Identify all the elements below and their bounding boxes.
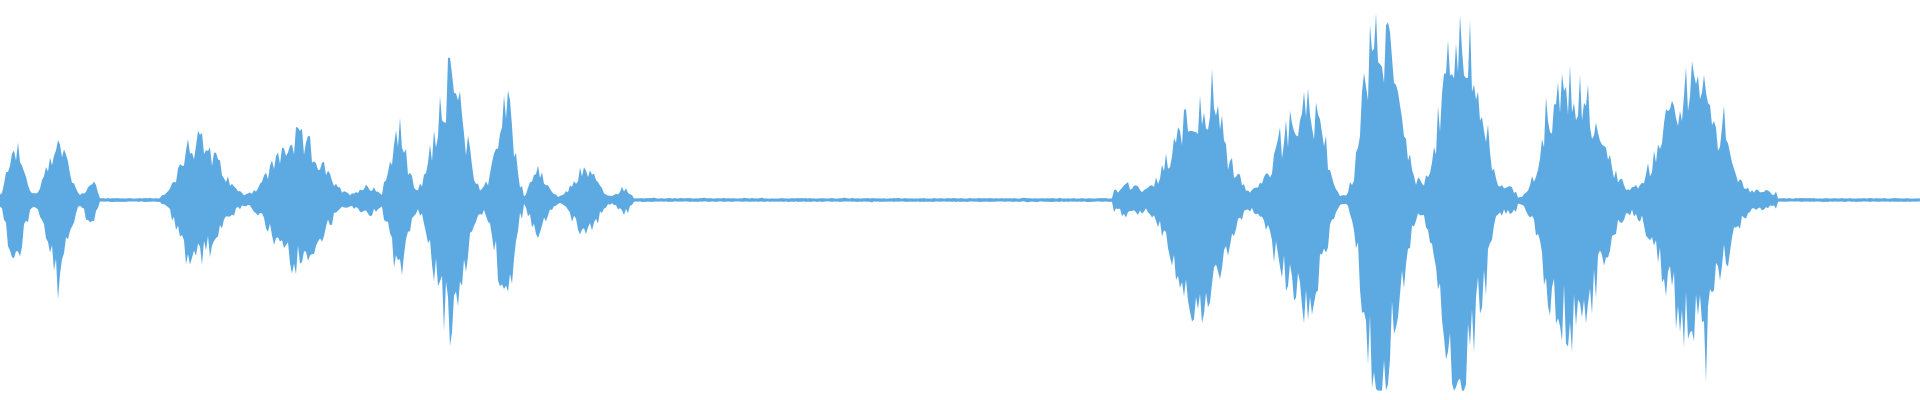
waveform-path	[0, 13, 1920, 391]
